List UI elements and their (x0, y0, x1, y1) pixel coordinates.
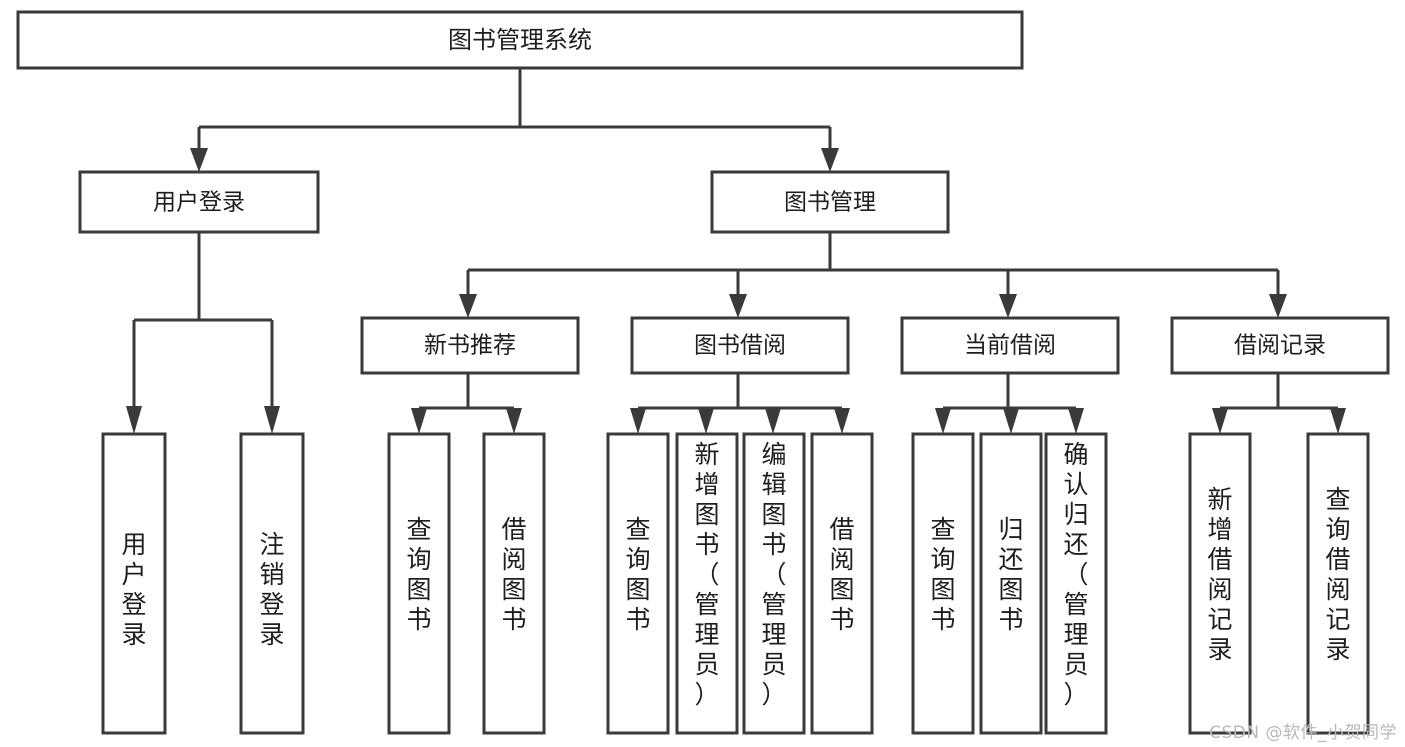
leaf-label: 查询借阅记录 (1325, 485, 1350, 664)
leaf-label: 归还图书 (998, 515, 1023, 634)
leaf-box[interactable] (979, 432, 1043, 735)
leaf-node[interactable]: 查询借阅记录 (1306, 432, 1370, 735)
node-book-borrow-label: 图书借阅 (694, 333, 786, 359)
leaf-box[interactable] (101, 432, 167, 735)
node-book-borrow-box[interactable] (630, 316, 850, 375)
leaf-node[interactable]: 借阅图书 (482, 432, 546, 735)
leaf-box[interactable] (606, 432, 670, 735)
node-new-book-recommend-box[interactable] (360, 316, 580, 375)
node-user-login[interactable]: 用户登录 (78, 170, 320, 234)
leaf-node[interactable]: 查询图书 (606, 432, 670, 735)
leaf-node[interactable]: 查询图书 (387, 432, 451, 735)
leaf-node[interactable]: 归还图书 (979, 432, 1043, 735)
arrow-head-icon (506, 408, 522, 434)
leaf-label: 编辑图书（管理员） (761, 440, 786, 709)
arrow-head-icon (765, 408, 781, 434)
node-new-book-recommend[interactable]: 新书推荐 (360, 316, 580, 375)
leaf-node[interactable]: 新增图书（管理员） (675, 432, 739, 735)
node-root-box[interactable] (16, 10, 1024, 70)
node-user-login-box[interactable] (78, 170, 320, 234)
arrow-head-icon (834, 408, 850, 434)
leaf-box[interactable] (1306, 432, 1370, 735)
arrow-head-icon (935, 408, 951, 434)
leaf-label: 借阅图书 (501, 515, 526, 634)
node-current-borrow[interactable]: 当前借阅 (900, 316, 1120, 375)
arrow-head-icon (459, 294, 477, 318)
arrow-head-icon (1212, 408, 1228, 434)
leaf-box[interactable] (482, 432, 546, 735)
arrow-head-icon (999, 294, 1017, 318)
arrow-head-icon (264, 406, 280, 434)
arrow-head-icon (821, 148, 839, 172)
connector-group-book-borrow (630, 373, 850, 434)
leaf-label: 新增图书（管理员） (694, 440, 719, 709)
node-current-borrow-box[interactable] (900, 316, 1120, 375)
node-book-borrow[interactable]: 图书借阅 (630, 316, 850, 375)
leaf-box[interactable] (239, 432, 305, 735)
arrow-head-icon (190, 148, 208, 172)
node-current-borrow-label: 当前借阅 (964, 333, 1056, 359)
leaf-box[interactable] (675, 432, 739, 735)
leaf-group-borrow-record: 新增借阅记录 查询借阅记录 (1188, 432, 1370, 735)
node-root[interactable]: 图书管理系统 (16, 10, 1024, 70)
arrow-head-icon (729, 294, 747, 318)
leaf-label: 借阅图书 (829, 515, 854, 634)
node-user-login-label: 用户登录 (153, 190, 245, 216)
leaf-box[interactable] (387, 432, 451, 735)
connector-group-root (190, 68, 839, 172)
connector-group-borrow-record (1212, 373, 1346, 434)
arrow-head-icon (1330, 408, 1346, 434)
leaf-label: 用户登录 (121, 530, 146, 649)
arrow-head-icon (630, 408, 646, 434)
leaf-node[interactable]: 查询图书 (911, 432, 975, 735)
leaf-label: 确认归还（管理员） (1063, 440, 1088, 709)
arrow-head-icon (698, 408, 714, 434)
connector-group-user-login (126, 232, 280, 434)
leaf-node[interactable]: 编辑图书（管理员） (742, 432, 806, 735)
leaf-node[interactable]: 确认归还（管理员） (1044, 432, 1108, 735)
connector-group-book-manage (459, 232, 1287, 318)
leaf-box[interactable] (742, 432, 806, 735)
leaf-label: 新增借阅记录 (1207, 485, 1232, 664)
leaf-label: 查询图书 (625, 515, 650, 634)
connector-group-current-borrow (935, 373, 1084, 434)
leaf-group-new-book-recommend: 查询图书 借阅图书 (387, 432, 546, 735)
arrow-head-icon (1003, 408, 1019, 434)
node-borrow-record[interactable]: 借阅记录 (1170, 316, 1390, 375)
leaf-label: 查询图书 (406, 515, 431, 634)
arrow-head-icon (411, 408, 427, 434)
node-book-manage-label: 图书管理 (784, 190, 876, 216)
leaf-node[interactable]: 借阅图书 (810, 432, 874, 735)
leaf-label: 查询图书 (930, 515, 955, 634)
leaf-node[interactable]: 新增借阅记录 (1188, 432, 1252, 735)
node-book-manage[interactable]: 图书管理 (710, 170, 950, 234)
leaf-group-current-borrow: 查询图书 归还图书 确认归还（管理员） (911, 432, 1108, 735)
leaf-group-user-login: 用户登录 注销登录 (101, 432, 305, 735)
arrow-head-icon (126, 406, 142, 434)
node-book-manage-box[interactable] (710, 170, 950, 234)
csdn-watermark: CSDN @软件_小贺同学 (1209, 723, 1397, 743)
node-borrow-record-label: 借阅记录 (1234, 333, 1326, 359)
leaf-group-book-borrow: 查询图书 新增图书（管理员） 编辑图书（管理员） 借阅图书 (606, 432, 874, 735)
leaf-box[interactable] (810, 432, 874, 735)
connector-group-new-book (411, 373, 522, 434)
node-borrow-record-box[interactable] (1170, 316, 1390, 375)
leaf-box[interactable] (911, 432, 975, 735)
leaf-box[interactable] (1044, 432, 1108, 735)
arrow-head-icon (1269, 294, 1287, 318)
leaf-node[interactable]: 用户登录 (101, 432, 167, 735)
leaf-label: 注销登录 (259, 530, 284, 649)
leaf-box[interactable] (1188, 432, 1252, 735)
leaf-node[interactable]: 注销登录 (239, 432, 305, 735)
node-new-book-recommend-label: 新书推荐 (424, 333, 516, 359)
arrow-head-icon (1068, 408, 1084, 434)
node-root-label: 图书管理系统 (448, 26, 592, 54)
